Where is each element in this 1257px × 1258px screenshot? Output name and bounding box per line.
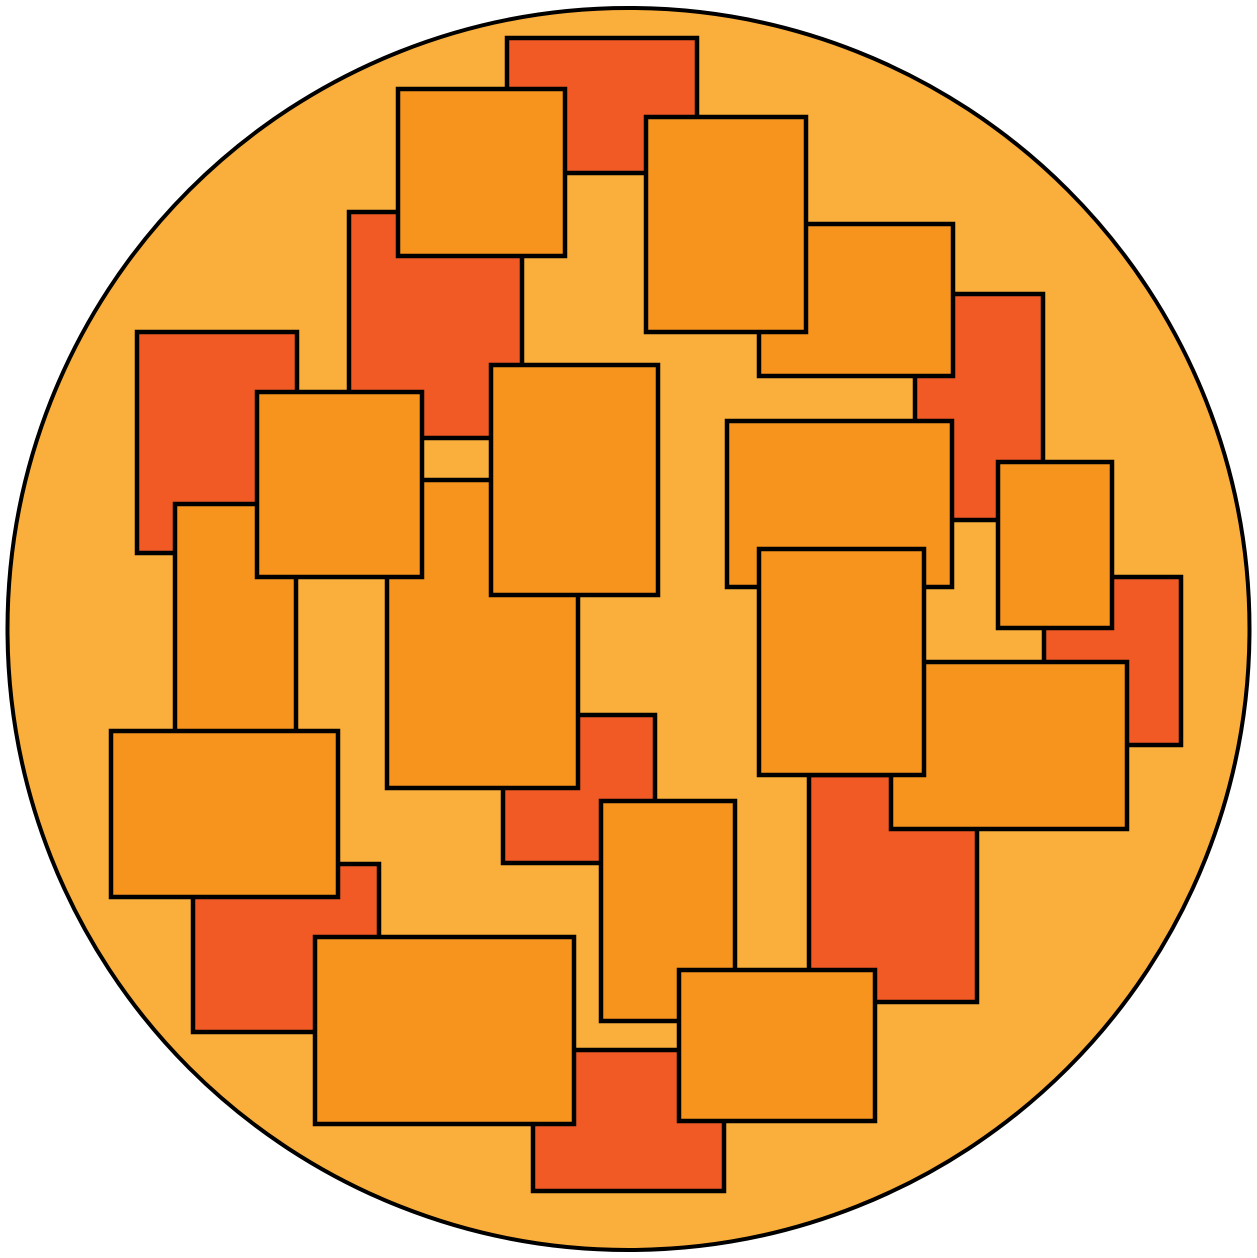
tile-light [395, 86, 568, 259]
tile-group [108, 35, 1184, 1194]
tile-light [995, 459, 1115, 631]
tile-light [312, 934, 577, 1127]
tile-light [643, 114, 809, 335]
tile-light [488, 362, 661, 598]
tile-light [676, 967, 878, 1124]
tile-light [108, 728, 341, 900]
tile-light [888, 659, 1130, 832]
tile-light [756, 546, 927, 778]
tile-light [254, 389, 425, 580]
